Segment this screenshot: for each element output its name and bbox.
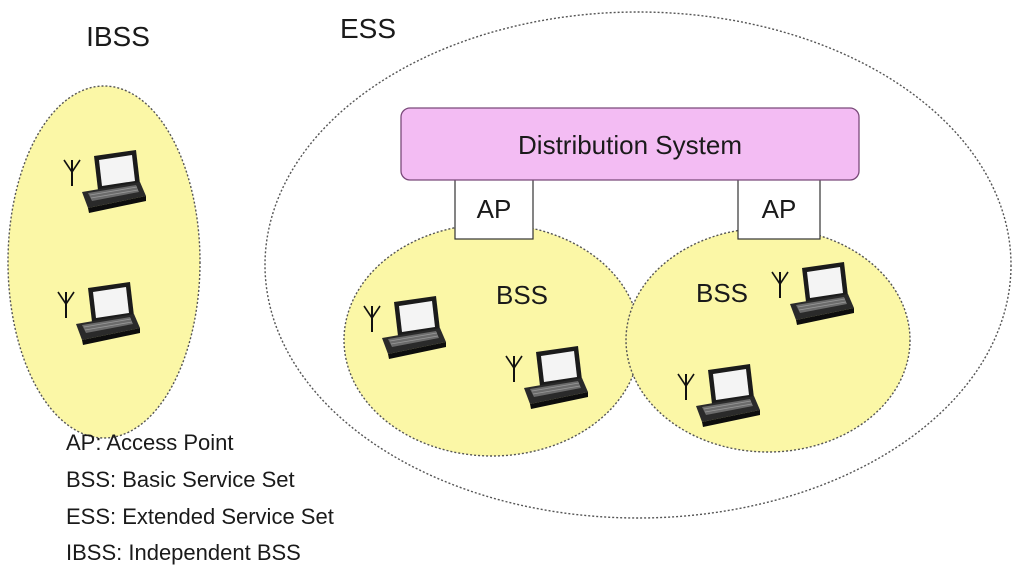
ess-boundary <box>264 11 1012 519</box>
legend-item-ess: ESS: Extended Service Set <box>66 504 334 529</box>
legend-item-bss: BSS: Basic Service Set <box>66 467 295 492</box>
ess-title: ESS <box>340 13 396 44</box>
access-point-left <box>454 176 534 240</box>
distribution-system-label: Distribution System <box>518 130 742 160</box>
bss-left-label: BSS <box>496 280 548 310</box>
legend: AP: Access Point BSS: Basic Service Set … <box>66 430 334 565</box>
distribution-system-box <box>400 107 860 181</box>
access-point-right-label: AP <box>762 194 797 224</box>
legend-item-ibss: IBSS: Independent BSS <box>66 540 301 565</box>
ibss-cell <box>7 85 201 439</box>
ibss-title: IBSS <box>86 21 150 52</box>
bss-cell-right <box>625 227 911 453</box>
bss-right-label: BSS <box>696 278 748 308</box>
legend-item-ap: AP: Access Point <box>66 430 234 455</box>
access-point-left-label: AP <box>477 194 512 224</box>
